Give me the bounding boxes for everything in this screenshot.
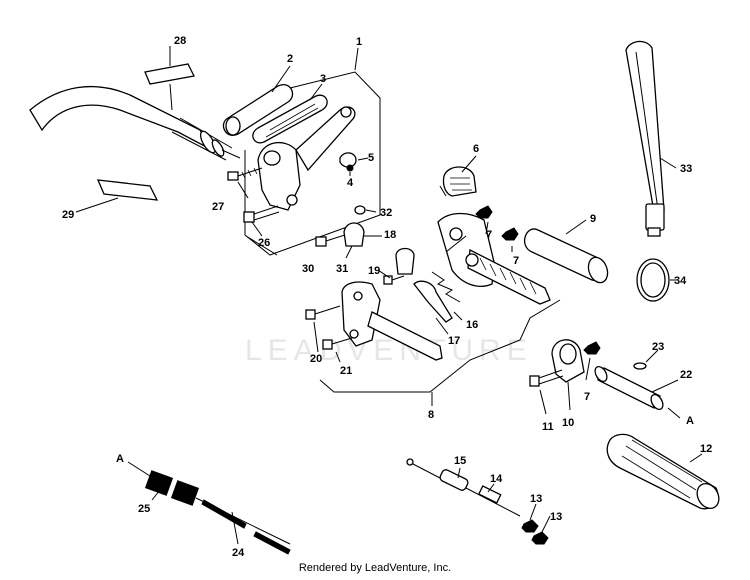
clip-6 [439,166,477,197]
grip-3 [252,94,328,144]
label-sticker-28 [144,63,195,85]
callout-6: 6 [473,143,479,155]
callout-25: 25 [138,503,150,515]
nut-7c [583,341,601,355]
callout-1: 1 [356,36,362,48]
callout-5: 5 [368,152,374,164]
key-23 [633,362,647,370]
loop-handle-bracket [257,106,357,211]
callout-7c: 7 [584,391,590,403]
callout-13b: 13 [550,511,562,523]
tube-22 [594,365,664,411]
callout-28: 28 [174,35,186,47]
screw-30 [315,233,349,247]
screw-20 [305,305,341,320]
callout-27: 27 [212,201,224,213]
spring-16 [431,271,461,303]
nut-7b [501,227,519,241]
callout-15: 15 [454,455,466,467]
callout-16: 16 [466,319,478,331]
label-sticker-29 [96,179,159,201]
callout-12: 12 [700,443,712,455]
strap-33 [625,40,665,237]
callout-23: 23 [652,341,664,353]
grip-2 [222,84,294,136]
clamp-31 [343,222,365,247]
callout-2: 2 [287,53,293,65]
callout-19: 19 [368,265,380,277]
pin-32 [354,205,366,215]
assembly-bracket-1 [244,71,381,256]
bolt-11 [529,369,564,387]
callout-34: 34 [674,275,687,287]
nut-13b [531,531,549,545]
grip-12 [606,433,720,510]
grip-9 [523,228,609,284]
callout-labels: 1 2 3 4 5 6 7 7 7 8 9 10 11 12 13 13 14 … [62,35,712,559]
handlebar-tube [29,85,241,161]
callout-33: 33 [680,163,692,175]
cable-end-25 [144,470,200,506]
clamp-10 [551,339,585,383]
callout-14: 14 [490,473,503,485]
callout-32: 32 [380,207,392,219]
callout-20: 20 [310,353,322,365]
ring-34 [636,258,670,302]
switch-cover-8 [341,281,443,361]
callout-18: 18 [384,229,396,241]
callout-4: 4 [347,177,354,189]
callout-9: 9 [590,213,596,225]
bolt-26 [243,205,280,223]
callout-24: 24 [232,547,245,559]
callout-30: 30 [302,263,314,275]
callout-31: 31 [336,263,348,275]
leader-lines [75,46,703,545]
nut-7a [475,205,493,219]
callout-10: 10 [562,417,574,429]
callout-21: 21 [340,365,352,377]
callout-17: 17 [448,335,460,347]
callout-13a: 13 [530,493,542,505]
callout-7b: 7 [513,255,519,267]
screw-19 [383,275,405,285]
drive-cable-24 [195,497,291,555]
throttle-cable-14 [406,458,521,517]
callout-A-cable: A [116,453,124,465]
callout-29: 29 [62,209,74,221]
footer-credit: Rendered by LeadVenture, Inc. [298,562,452,574]
watermark-text: LEADVENTURE [245,334,533,367]
lever-17 [413,280,453,323]
throttle-housing [437,212,551,305]
callout-22: 22 [680,369,692,381]
leader-8-bracket [319,299,561,393]
nut-13a [521,519,539,533]
callout-11: 11 [542,421,554,433]
callout-3: 3 [320,73,326,85]
screw-21 [322,337,353,350]
callout-7a: 7 [486,229,492,241]
callout-A-tube: A [686,415,694,427]
screw-27 [227,167,263,181]
callout-8: 8 [428,409,434,421]
callout-26: 26 [258,237,270,249]
bracket-18 [395,247,415,275]
